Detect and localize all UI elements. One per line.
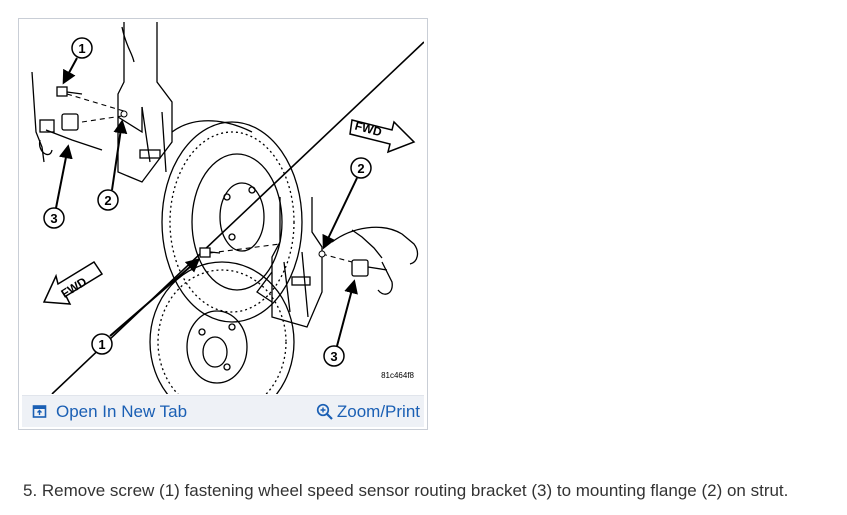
top-strut-assembly — [117, 22, 253, 183]
top-brake-rotor — [161, 121, 303, 323]
bottom-brake-rotor — [149, 261, 295, 394]
open-in-new-tab-label: Open In New Tab — [56, 401, 188, 421]
instruction-step-text: 5. Remove screw (1) fastening wheel spee… — [23, 481, 789, 500]
figure-card: 1 2 3 FWD — [18, 18, 428, 430]
svg-text:1: 1 — [98, 337, 105, 352]
callout-top-1: 1 — [62, 37, 93, 85]
figure-toolbar: Open In New Tab Zoom/Print — [22, 395, 424, 427]
svg-text:3: 3 — [50, 211, 57, 226]
bottom-sensor-wire-and-bracket — [331, 226, 419, 295]
bottom-strut-assembly — [256, 197, 323, 328]
top-sensor-wire-and-bracket — [31, 71, 103, 163]
diagram-illustration: 1 2 3 FWD — [31, 22, 424, 394]
fwd-arrow-top: FWD — [349, 119, 416, 154]
svg-text:2: 2 — [357, 161, 364, 176]
svg-text:3: 3 — [330, 349, 337, 364]
svg-text:FWD: FWD — [353, 119, 383, 140]
callout-bottom-3: 3 — [323, 279, 358, 367]
callout-top-3: 3 — [43, 144, 73, 229]
open-in-new-tab-button[interactable]: Open In New Tab — [32, 396, 187, 427]
top-screw — [56, 86, 83, 97]
callout-top-2: 2 — [97, 119, 128, 211]
divider-line — [51, 41, 424, 394]
callout-bottom-2: 2 — [322, 157, 372, 250]
figure-code: 81c464f8 — [381, 371, 414, 380]
svg-text:2: 2 — [104, 193, 111, 208]
zoom-print-label: Zoom/Print — [336, 401, 420, 421]
fwd-arrow-bottom: FWD — [42, 260, 104, 305]
open-in-new-tab-icon — [32, 403, 50, 421]
callout-bottom-1: 1 — [91, 258, 201, 355]
svg-text:1: 1 — [78, 41, 85, 56]
zoom-print-button[interactable]: Zoom/Print — [316, 396, 420, 427]
service-diagram[interactable]: 1 2 3 FWD — [22, 22, 424, 394]
zoom-magnifier-icon — [316, 403, 334, 421]
